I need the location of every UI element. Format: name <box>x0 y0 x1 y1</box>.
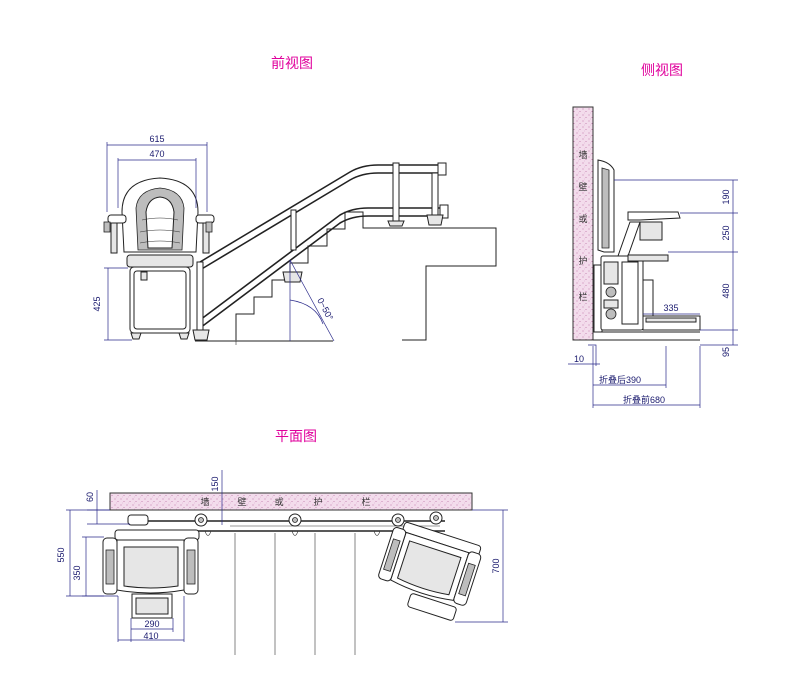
dim-700: 700 <box>491 558 501 573</box>
plan-view: 墙 壁 或 护 栏 <box>56 470 508 655</box>
dim-480: 480 <box>721 283 731 298</box>
side-wall-char-3: 或 <box>578 213 587 225</box>
plan-chair-left <box>102 514 200 619</box>
side-wall-char-4: 护 <box>578 255 587 267</box>
dim-95: 95 <box>721 347 731 357</box>
plan-wall <box>109 492 473 511</box>
dim-250: 250 <box>721 225 731 240</box>
dim-335: 335 <box>663 303 678 313</box>
dim-550: 550 <box>56 547 66 562</box>
plan-wall-char-5: 栏 <box>361 496 370 508</box>
dim-290: 290 <box>144 619 159 629</box>
dim-150: 150 <box>210 476 220 491</box>
dim-60: 60 <box>85 492 95 502</box>
side-view: 墙 壁 或 护 栏 190 250 <box>568 106 738 408</box>
side-view-title: 侧视图 <box>641 63 683 79</box>
dim-190: 190 <box>721 189 731 204</box>
angle-label: 0~50° <box>315 296 335 322</box>
plan-wall-char-2: 壁 <box>237 496 246 508</box>
rail-upper <box>199 164 440 263</box>
stair-outline <box>235 211 497 341</box>
dim-folded-390: 折叠后390 <box>599 374 641 385</box>
plan-view-title: 平面图 <box>275 429 317 445</box>
dim-615: 615 <box>149 134 164 144</box>
dim-350: 350 <box>72 565 82 580</box>
dim-425: 425 <box>92 296 102 311</box>
side-wall-char-2: 壁 <box>578 181 587 193</box>
dim-410: 410 <box>143 631 158 641</box>
front-view: 0~50° <box>92 134 497 345</box>
side-wall-char-1: 墙 <box>578 149 587 161</box>
front-view-title: 前视图 <box>271 55 313 72</box>
plan-wall-char-1: 墙 <box>200 496 209 508</box>
side-wall <box>572 106 594 341</box>
plan-wall-char-3: 或 <box>274 496 283 508</box>
plan-wall-char-4: 护 <box>313 496 322 508</box>
plan-chair-right <box>378 521 482 606</box>
dim-unfolded-680: 折叠前680 <box>623 394 665 405</box>
side-wall-char-5: 栏 <box>578 291 587 303</box>
dim-470: 470 <box>149 149 164 159</box>
dim-10: 10 <box>574 354 584 364</box>
front-chair <box>103 177 215 340</box>
rail-lower <box>199 207 445 321</box>
